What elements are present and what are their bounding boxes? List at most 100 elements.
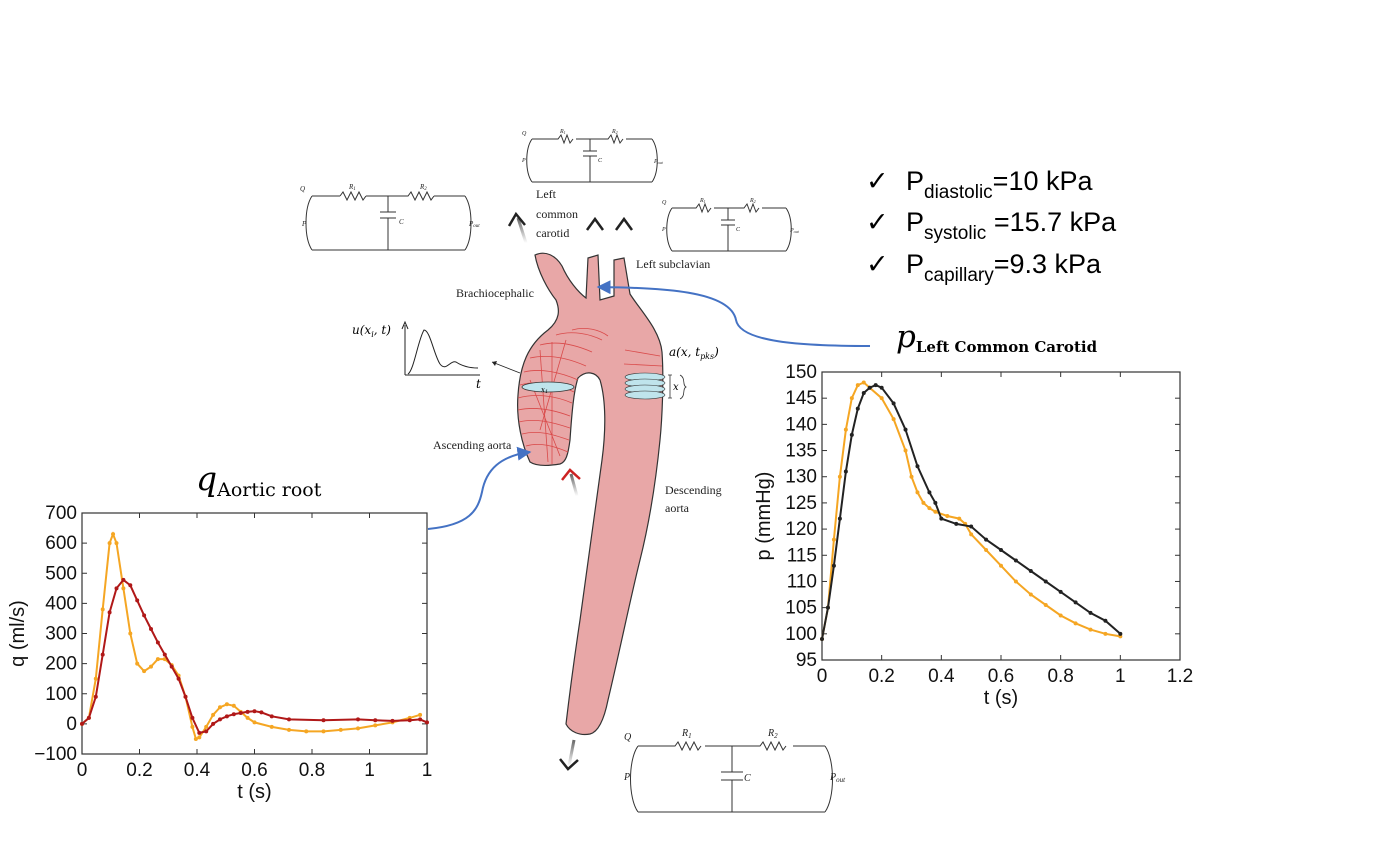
series-point (169, 664, 174, 669)
svg-text:R2: R2 (419, 183, 427, 192)
r1-label: R (348, 183, 354, 191)
y-tick-label: 105 (785, 598, 817, 619)
x-tick-label: 0.8 (299, 760, 325, 781)
svg-text:u(xi, t): u(xi, t) (352, 323, 391, 339)
series-point (933, 500, 938, 505)
series-point (861, 390, 866, 395)
series-point (121, 586, 126, 591)
y-tick-label: 125 (785, 493, 817, 514)
series-point (879, 385, 884, 390)
series-point (155, 657, 160, 662)
series-point (224, 702, 229, 707)
series-point (149, 664, 153, 669)
series-point (849, 432, 854, 437)
series-point (197, 730, 202, 735)
y-tick-label: 300 (45, 624, 77, 645)
series-point (321, 718, 326, 723)
q-label: Q (662, 200, 667, 206)
svg-text:Pdiastolic=10 kPa: Pdiastolic=10 kPa (906, 166, 1093, 203)
boundary-conditions-list: ✓ Pdiastolic=10 kPa ✓ Psystolic =15.7 kP… (866, 166, 1117, 286)
bullet-value: =10 kPa (993, 166, 1094, 196)
r1-sub: 1 (704, 199, 706, 204)
a-label-end: ) (713, 345, 719, 359)
svg-text:Psystolic =15.7 kPa: Psystolic =15.7 kPa (906, 207, 1117, 244)
right-chart-title: pLeft Common Carotid (896, 319, 1098, 356)
bullet-main: P (906, 207, 924, 237)
x-tick-label: 1 (1115, 666, 1126, 687)
y-tick-label: 200 (45, 654, 77, 675)
right-chart-title-main: p (896, 319, 916, 355)
series-point (843, 469, 848, 474)
label-left-common-carotid-2: common (536, 207, 578, 221)
r1-label: R (681, 728, 688, 739)
x-tick-label: 1.2 (1167, 666, 1193, 687)
series-point (338, 727, 343, 732)
series-point (1073, 621, 1078, 626)
x-tick-label: 0.6 (241, 760, 267, 781)
series-point (197, 735, 202, 740)
left-chart-title-sub: Aortic root (216, 479, 322, 501)
series-point (903, 427, 908, 432)
u-label: u(x (352, 323, 371, 337)
bullet-diastolic: ✓ Pdiastolic=10 kPa (866, 166, 1093, 203)
series-point (1028, 568, 1033, 573)
series-point (861, 380, 866, 385)
series-point (418, 712, 423, 717)
series-point (287, 727, 291, 732)
series-point (121, 577, 126, 582)
windkessel-circuit-top: Q P R1 R2 C Pout (521, 129, 664, 183)
series-point (211, 721, 216, 726)
bullet-capillary: ✓ Pcapillary=9.3 kPa (866, 249, 1102, 286)
series-point (855, 406, 860, 411)
bullet-main: P (906, 249, 924, 279)
q-label: Q (624, 732, 632, 743)
series-point (373, 718, 378, 723)
series-point (891, 417, 896, 422)
series-point (269, 724, 274, 729)
series-point (245, 715, 250, 720)
svg-text:Pout: Pout (468, 220, 480, 229)
y-tick-label: 145 (785, 388, 817, 409)
svg-text:Pcapillary=9.3 kPa: Pcapillary=9.3 kPa (906, 249, 1102, 286)
series-point (1043, 579, 1048, 584)
brace-icon (679, 374, 687, 400)
series-point (969, 524, 974, 529)
left-chart-title-main: q (196, 459, 217, 498)
series-point (238, 711, 243, 716)
series-point (921, 500, 926, 505)
series-point (114, 541, 119, 546)
series-point (135, 661, 140, 666)
x-tick-label: 0 (77, 760, 88, 781)
x-tick-label: 1 (364, 760, 375, 781)
svg-text:R2: R2 (611, 129, 618, 135)
series-point (1073, 600, 1078, 605)
outlet-arrow-icon (585, 216, 605, 250)
y-tick-label: 140 (785, 414, 817, 435)
series-point (190, 724, 195, 729)
check-icon: ✓ (866, 249, 889, 279)
p-label: P (623, 772, 630, 783)
series-point (135, 598, 140, 603)
cross-section-descending (624, 372, 666, 400)
series-point (1028, 592, 1033, 597)
bullet-systolic: ✓ Psystolic =15.7 kPa (866, 207, 1117, 244)
inlet-arrow-icon (561, 468, 581, 497)
series-point (831, 563, 836, 568)
svg-text:R1: R1 (699, 198, 706, 204)
r2-sub: 2 (774, 732, 778, 740)
x1-sub: 1 (545, 389, 548, 395)
pout-label: P (789, 228, 794, 234)
x-tick-label: 0.4 (184, 760, 211, 781)
series-point (231, 712, 236, 717)
series-point (183, 694, 188, 699)
series-point (269, 714, 274, 719)
series-point (927, 490, 932, 495)
series-point (114, 586, 119, 591)
series-point (218, 705, 222, 710)
series-point (390, 718, 395, 723)
c-label: C (399, 218, 404, 226)
y-tick-label: 110 (787, 571, 817, 592)
label-descending-aorta-2: aorta (665, 501, 690, 515)
